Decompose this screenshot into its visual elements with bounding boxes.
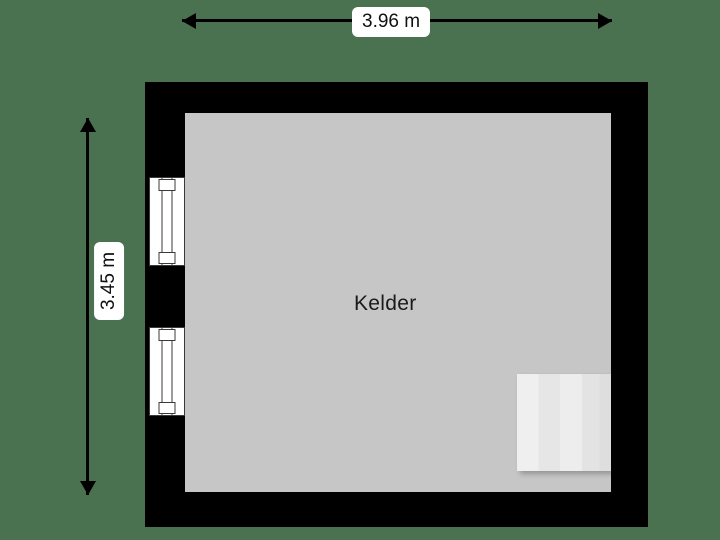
arrow-right-icon	[598, 13, 612, 29]
window-cap-bottom-icon	[158, 252, 176, 264]
height-dimension-line	[86, 118, 89, 495]
window-upper[interactable]	[149, 177, 185, 266]
width-dimension-label: 3.96 m	[352, 7, 431, 37]
window-cap-top-icon	[158, 179, 176, 191]
stairs-element[interactable]	[517, 374, 611, 471]
window-mullion-icon	[161, 178, 173, 265]
window-mullion-icon	[161, 328, 173, 415]
height-dimension-label: 3.45 m	[94, 241, 125, 321]
arrow-up-icon	[80, 118, 96, 132]
window-cap-top-icon	[158, 329, 176, 341]
window-cap-bottom-icon	[158, 402, 176, 414]
arrow-left-icon	[182, 13, 196, 29]
window-lower[interactable]	[149, 327, 185, 416]
room-label-kelder: Kelder	[354, 292, 417, 315]
arrow-down-icon	[80, 481, 96, 495]
